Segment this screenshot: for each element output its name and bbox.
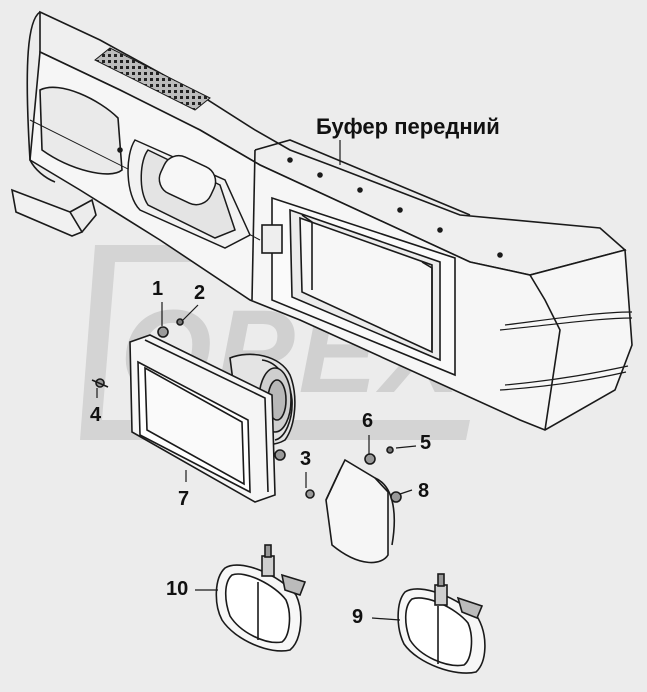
part-label-5: 5 — [420, 432, 432, 454]
part-label-8: 8 — [418, 480, 430, 502]
part-label-2: 2 — [194, 282, 206, 304]
headlight-assembly — [91, 318, 296, 503]
headlight-opening — [261, 196, 456, 377]
part-label-7: 7 — [178, 488, 190, 510]
bumper-cutout-left — [127, 139, 251, 249]
fog-lamp-right — [397, 573, 486, 674]
part-label-3: 3 — [300, 448, 312, 470]
bumper-grille — [94, 47, 211, 111]
leader-lines — [96, 140, 417, 621]
part-label-4: 4 — [90, 404, 102, 426]
part-label-1: 1 — [152, 278, 164, 300]
bumper-label: Буфер передний — [316, 114, 500, 139]
part-label-10: 10 — [166, 578, 189, 600]
fog-lamp-left — [215, 544, 307, 652]
turn-signal-lamp — [305, 446, 402, 564]
part-label-9: 9 — [352, 606, 364, 628]
part-label-6: 6 — [362, 410, 374, 432]
